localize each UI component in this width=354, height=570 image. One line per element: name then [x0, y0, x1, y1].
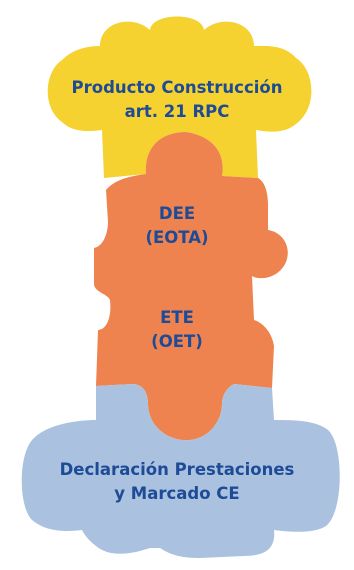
label-line: (EOTA) — [0, 226, 354, 250]
label-dee: DEE (EOTA) — [0, 202, 354, 250]
label-line: ETE — [0, 306, 354, 330]
label-line: Producto Construcción — [0, 76, 354, 100]
label-line: y Marcado CE — [0, 482, 354, 506]
label-ete: ETE (OET) — [0, 306, 354, 354]
label-line: (OET) — [0, 330, 354, 354]
label-producto-construccion: Producto Construcción art. 21 RPC — [0, 76, 354, 124]
label-line: DEE — [0, 202, 354, 226]
label-line: Declaración Prestaciones — [0, 458, 354, 482]
label-line: art. 21 RPC — [0, 100, 354, 124]
label-declaracion-prestaciones: Declaración Prestaciones y Marcado CE — [0, 458, 354, 506]
